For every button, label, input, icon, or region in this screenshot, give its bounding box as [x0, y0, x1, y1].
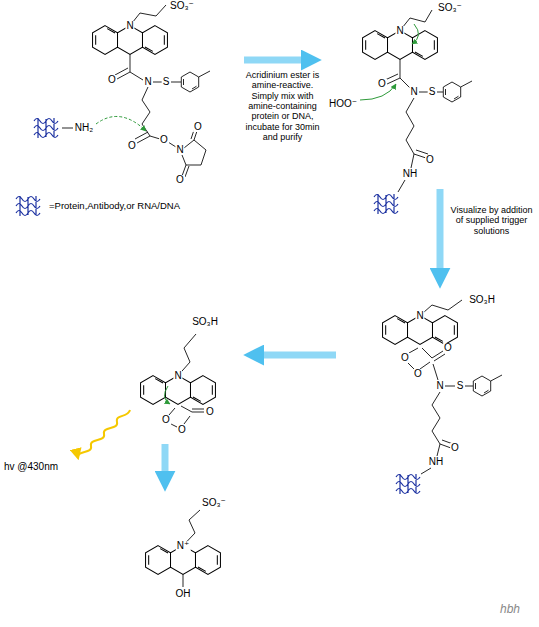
reaction-arrow [260, 352, 336, 359]
atom-label: O [400, 353, 410, 363]
atom-label: N [125, 21, 134, 31]
atom-label: N [435, 381, 444, 391]
atom-label: O [377, 79, 387, 89]
atom-label: SO₃H [468, 295, 496, 305]
atom-label: N [409, 87, 418, 97]
reaction-arrow [437, 189, 444, 272]
legend-text: =Protein,Antibody,or RNA/DNA [49, 200, 180, 211]
emission-label: hv @430nm [4, 461, 58, 472]
biomolecule-icon [15, 195, 41, 217]
atom-label: O [450, 443, 460, 453]
edge-label: Visualize by addition of supplied trigge… [448, 205, 535, 236]
atom-label: S [428, 87, 437, 97]
structure-node: NSO₃⁻HOO⁻ONSONH [325, 0, 490, 185]
atom-label: SO₃H [191, 317, 219, 327]
atom-label: SO₃⁻ [201, 498, 227, 508]
atom-label: N⁺ [176, 541, 191, 551]
structure-node: NSO₃HOOONSONH [340, 292, 535, 470]
structure-node: NSO₃HOOO [125, 300, 240, 440]
reaction-arrow [162, 444, 169, 475]
atom-label: S [456, 381, 465, 391]
atom-label: NH [428, 457, 444, 467]
atom-label: OH [175, 589, 192, 599]
atom-label: S [162, 77, 171, 87]
atom-label: N [395, 26, 404, 36]
atom-label: N [415, 311, 424, 321]
atom-label: O [159, 135, 169, 145]
reaction-arrow [244, 57, 305, 64]
light-emission-arrow [78, 410, 130, 458]
structure-node: N⁺ SO₃⁻ OH [130, 495, 245, 605]
atom-label: NH [402, 169, 418, 179]
atom-label: HOO⁻ [328, 99, 358, 109]
atom-label: O [177, 425, 187, 435]
atom-label: O [425, 155, 435, 165]
atom-label: O [175, 175, 185, 185]
atom-label: N [143, 77, 152, 87]
atom-label: O [107, 75, 117, 85]
atom-label: SO₃⁻ [437, 3, 463, 13]
structure-node: NSO₃⁻ONSNH₂OONOO [60, 0, 240, 190]
atom-label: O [127, 141, 137, 151]
atom-label: O [443, 343, 453, 353]
atom-label: SO₃⁻ [169, 1, 195, 11]
atom-label: N [173, 371, 182, 381]
atom-label: O [413, 369, 423, 379]
signature: hbh [500, 602, 520, 616]
atom-label: O [193, 122, 203, 132]
atom-label: O [205, 407, 215, 417]
edge-label: Acridinium ester is amine-reactive. Simp… [240, 70, 325, 142]
atom-label: O [161, 415, 171, 425]
atom-label: NH₂ [74, 123, 94, 133]
atom-label: N [175, 145, 184, 155]
